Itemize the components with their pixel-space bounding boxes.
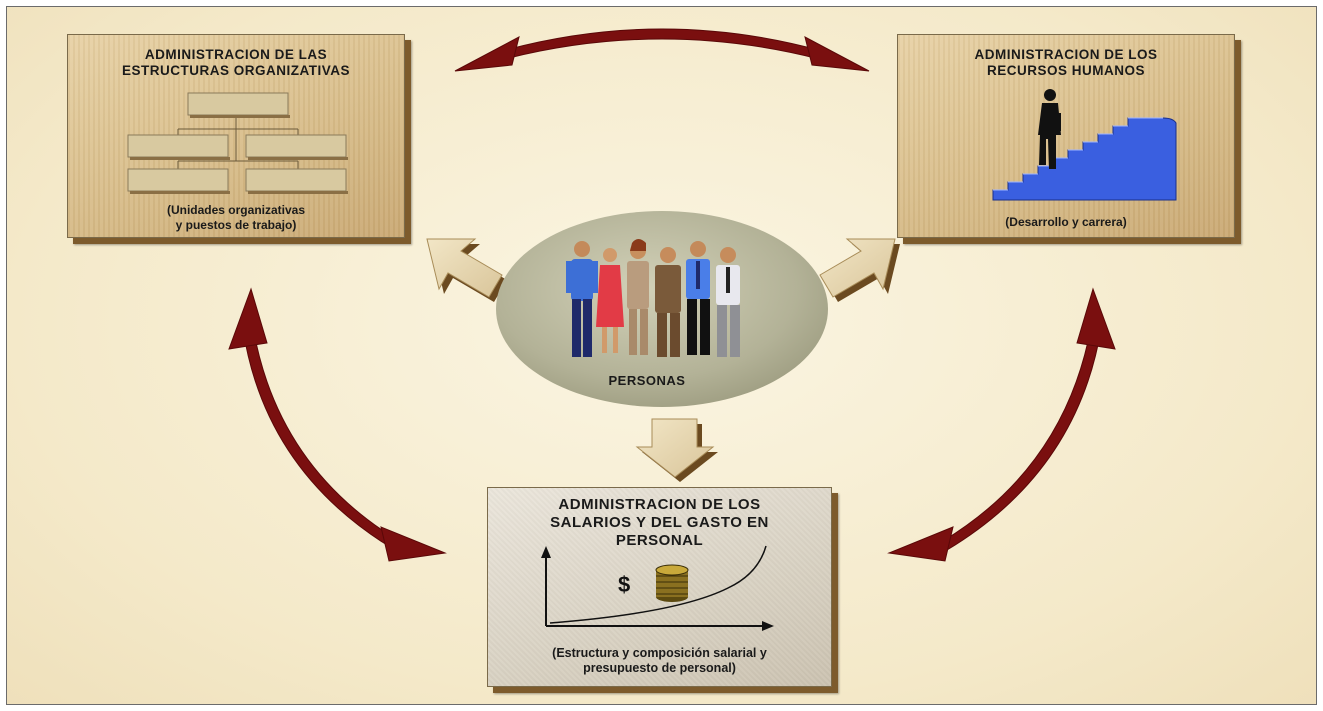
- box-sal-title-line: PERSONAL: [615, 532, 704, 549]
- box-org-title-line: ADMINISTRACION DE LAS: [144, 47, 328, 62]
- box-rrhh-subtitle: (Desarrollo y carrera): [898, 215, 1234, 230]
- people-label: PERSONAS: [608, 373, 686, 388]
- people-group-icon: [566, 239, 740, 357]
- box-rrhh-subtitle-line: (Desarrollo y carrera): [1005, 215, 1127, 229]
- box-org-title-line: ESTRUCTURAS ORGANIZATIVAS: [122, 63, 350, 78]
- box-rrhh-title: ADMINISTRACION DE LOS RECURSOS HUMANOS: [898, 47, 1234, 79]
- diagram-canvas: PERSONAS ADMINISTRACION DE LAS ESTRUCTUR…: [6, 6, 1317, 705]
- salary-growth-chart-icon: [541, 545, 774, 631]
- right-double-arrow: [887, 287, 1116, 562]
- arrow-to-rrhh: [819, 238, 900, 302]
- box-sal-title-line: SALARIOS Y DEL GASTO EN: [550, 514, 769, 531]
- staircase-career-icon: [992, 89, 1177, 201]
- box-estructuras-organizativas: ADMINISTRACION DE LAS ESTRUCTURAS ORGANI…: [67, 34, 405, 238]
- box-sal-subtitle-line: presupuesto de personal): [583, 661, 736, 675]
- box-org-subtitle-line: (Unidades organizativas: [166, 203, 306, 217]
- box-salarios-gasto-personal: ADMINISTRACION DE LOS SALARIOS Y DEL GAS…: [487, 487, 832, 687]
- businessman-silhouette-icon: [1038, 89, 1061, 169]
- box-sal-title-line: ADMINISTRACION DE LOS: [558, 496, 761, 513]
- box-rrhh-title-line: ADMINISTRACION DE LOS: [974, 47, 1158, 62]
- box-org-subtitle-line: y puestos de trabajo): [175, 218, 297, 232]
- arrow-to-org: [426, 238, 507, 302]
- org-chart-icon: [127, 92, 348, 194]
- dollar-sign: $: [618, 572, 631, 597]
- person-6-icon: [716, 247, 740, 357]
- box-org-title: ADMINISTRACION DE LAS ESTRUCTURAS ORGANI…: [68, 47, 404, 79]
- axes-icon: [541, 546, 774, 631]
- box-org-subtitle: (Unidades organizativas y puestos de tra…: [68, 203, 404, 233]
- person-4-icon: [655, 247, 681, 357]
- person-3-icon: [627, 239, 649, 355]
- top-double-arrow: [454, 28, 870, 72]
- box-recursos-humanos: ADMINISTRACION DE LOS RECURSOS HUMANOS: [897, 34, 1235, 238]
- box-sal-title: ADMINISTRACION DE LOS SALARIOS Y DEL GAS…: [488, 496, 831, 550]
- person-2-icon: [596, 248, 624, 353]
- person-5-icon: [686, 241, 710, 355]
- box-rrhh-title-line: RECURSOS HUMANOS: [986, 63, 1145, 78]
- coin-stack-icon: [655, 564, 689, 602]
- left-double-arrow: [228, 287, 447, 562]
- person-1-icon: [566, 241, 598, 357]
- box-sal-subtitle-line: (Estructura y composición salarial y: [552, 646, 767, 660]
- stairs-icon: [992, 117, 1177, 201]
- box-sal-subtitle: (Estructura y composición salarial y pre…: [488, 646, 831, 676]
- growth-curve-icon: [549, 545, 767, 624]
- arrow-to-salaries: [635, 418, 718, 482]
